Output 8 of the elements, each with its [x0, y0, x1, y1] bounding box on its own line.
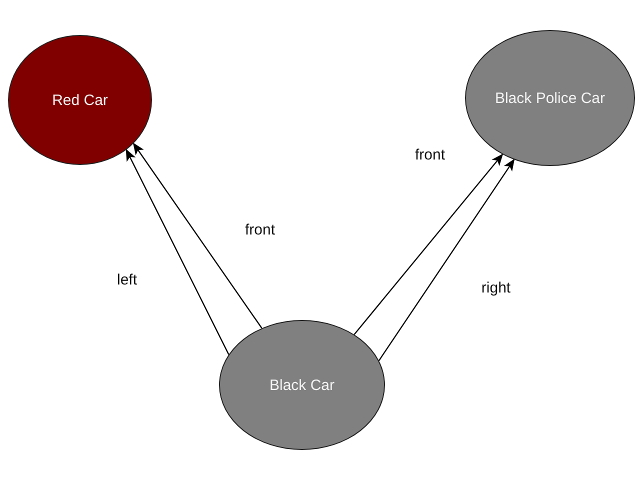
node-label: Black Police Car: [494, 90, 606, 106]
arrow: [126, 148, 230, 355]
arrow: [378, 158, 515, 361]
arrow: [132, 142, 262, 328]
node-label: Red Car: [52, 92, 108, 108]
edge-label: right: [479, 280, 513, 296]
node-label: Black Car: [269, 376, 335, 394]
arrow: [354, 154, 504, 335]
